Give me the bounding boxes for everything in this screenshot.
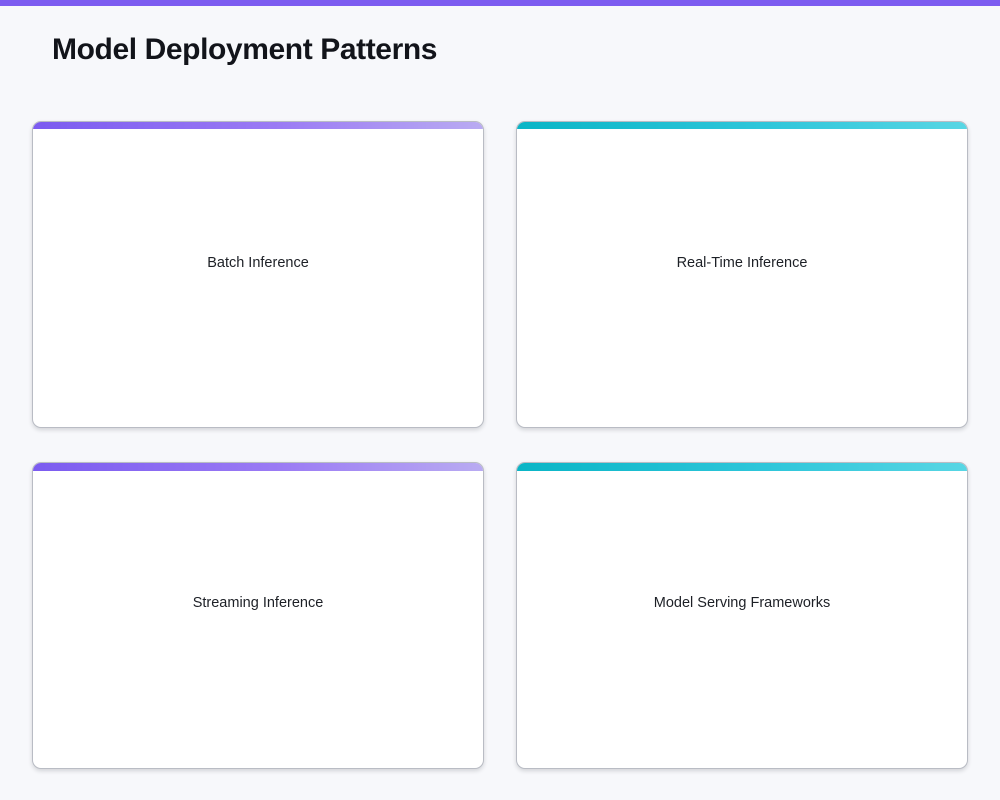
- card-title: Real-Time Inference: [676, 255, 808, 271]
- top-accent-strip: [0, 0, 1000, 6]
- card-accent-bar: [33, 463, 483, 471]
- card-real-time-inference[interactable]: Real-Time Inference: [516, 121, 968, 428]
- page-title: Model Deployment Patterns: [52, 33, 438, 66]
- card-title: Batch Inference: [207, 255, 309, 271]
- card-accent-bar: [517, 463, 967, 471]
- card-grid: Batch Inference Real-Time Inference Stre…: [32, 121, 968, 769]
- card-streaming-inference[interactable]: Streaming Inference: [32, 462, 484, 769]
- card-title: Model Serving Frameworks: [653, 595, 831, 611]
- card-title: Streaming Inference: [192, 595, 324, 611]
- card-model-serving-frameworks[interactable]: Model Serving Frameworks: [516, 462, 968, 769]
- card-batch-inference[interactable]: Batch Inference: [32, 121, 484, 428]
- card-accent-bar: [517, 122, 967, 129]
- card-accent-bar: [33, 122, 483, 129]
